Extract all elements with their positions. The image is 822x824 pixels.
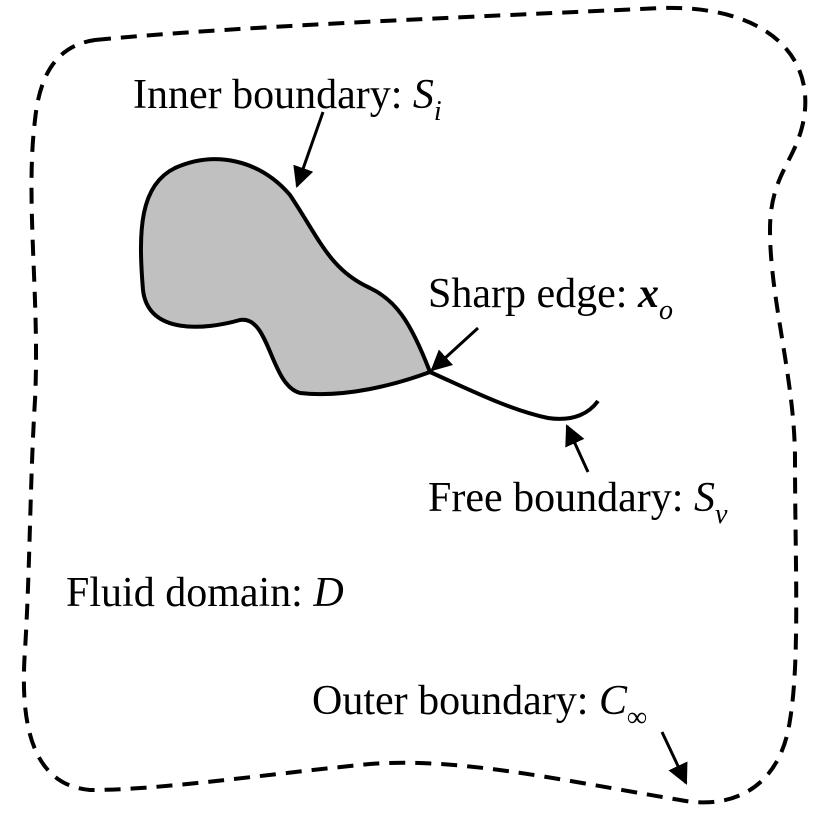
sharp-edge-arrow — [430, 326, 480, 372]
sharp-edge-text: Sharp edge: — [428, 271, 638, 317]
fluid-domain-text: Fluid domain: — [66, 570, 314, 616]
inner-boundary-subscript: i — [433, 96, 442, 127]
outer-boundary-arrow — [660, 731, 688, 785]
outer-boundary — [21, 5, 808, 805]
outer-boundary-symbol: C — [598, 678, 627, 724]
inner-boundary-arrow — [293, 111, 325, 188]
outer-boundary-label: Outer boundary: C∞ — [312, 678, 647, 732]
fluid-domain-symbol: D — [313, 570, 344, 616]
inner-body — [138, 157, 433, 397]
outer-boundary-subscript: ∞ — [626, 702, 647, 733]
inner-boundary-label: Inner boundary: Si — [133, 72, 442, 126]
free-boundary-label: Free boundary: Sv — [428, 475, 727, 529]
inner-boundary-text: Inner boundary: — [133, 72, 413, 118]
sharp-edge-symbol: x — [637, 271, 659, 317]
fluid-domain-label: Fluid domain: D — [66, 572, 344, 614]
sharp-edge-label: Sharp edge: xo — [428, 271, 673, 325]
free-boundary-symbol: S — [693, 475, 715, 521]
free-boundary-arrow — [565, 424, 590, 473]
inner-boundary-symbol: S — [412, 72, 434, 118]
free-boundary-curve — [429, 370, 600, 421]
sharp-edge-subscript: o — [658, 295, 673, 326]
outer-boundary-text: Outer boundary: — [312, 678, 599, 724]
free-boundary-subscript: v — [714, 499, 728, 530]
free-boundary-text: Free boundary: — [428, 475, 694, 521]
